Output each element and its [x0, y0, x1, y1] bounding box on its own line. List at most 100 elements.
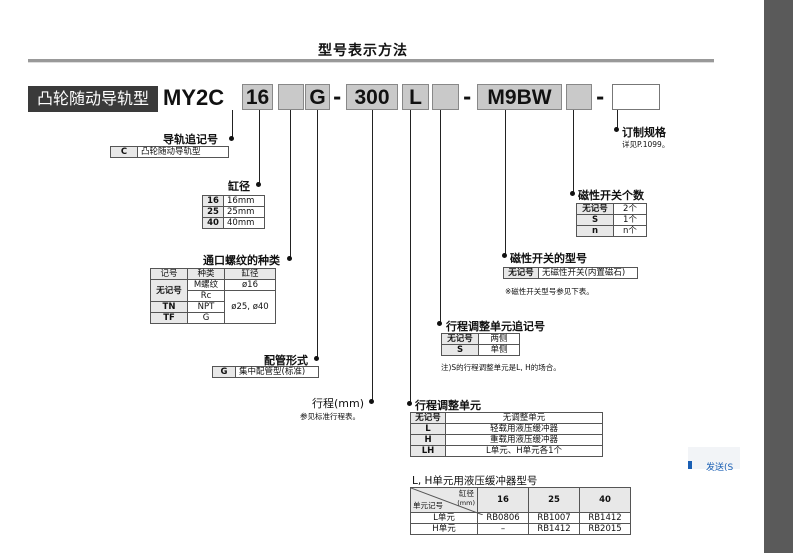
model-stroke-box: 300 — [346, 84, 398, 110]
send-button-label[interactable]: 发送(S — [706, 463, 734, 473]
window-scrollbar-rail[interactable] — [764, 0, 793, 553]
bore-size: 40mm — [223, 217, 265, 229]
thread-table: 记号 种类 缸径 无记号 M螺纹 ø16 Rc ø25, ø40 TN NPT … — [150, 268, 276, 324]
leader-guide-dot — [229, 136, 234, 141]
thread-code: 无记号 — [150, 279, 188, 302]
absorber-cell: RB1007 — [528, 512, 580, 524]
title-rule-shadow — [28, 62, 714, 63]
thread-type: G — [187, 312, 225, 324]
leader-thread-v — [290, 110, 291, 259]
switch-model-title: 磁性开关的型号 — [510, 252, 587, 265]
model-adj-box: L — [402, 84, 429, 110]
leader-count-dot — [570, 191, 575, 196]
series-label: 凸轮随动导轨型 — [28, 86, 158, 112]
model-dash-1: - — [333, 85, 342, 109]
bore-title: 缸径 — [228, 180, 250, 193]
thread-header: 缸径 — [224, 268, 276, 280]
switch-count-title: 磁性开关个数 — [578, 189, 644, 202]
switch-count-code: 无记号 — [576, 203, 614, 215]
leader-piping-v — [317, 110, 318, 359]
absorber-cell: RB0806 — [477, 512, 529, 524]
leader-piping-dot — [314, 356, 319, 361]
absorber-hdr-bore: 缸径 — [459, 489, 474, 498]
thread-code: TF — [150, 312, 188, 324]
bore-size: 25mm — [223, 206, 265, 218]
thread-title: 通口螺纹的种类 — [203, 254, 280, 267]
switch-model-desc: 无磁性开关(内置磁石) — [538, 267, 638, 279]
leader-switch-dot — [502, 253, 507, 258]
absorber-title: L, H单元用液压缓冲器型号 — [412, 475, 538, 487]
leader-adjsym-dot — [437, 321, 442, 326]
switch-count-code: S — [576, 214, 614, 226]
absorber-cell: RB1412 — [579, 512, 631, 524]
absorber-row-label: H单元 — [410, 523, 478, 535]
thread-code: TN — [150, 301, 188, 313]
absorber-cell: – — [477, 523, 529, 535]
guide-code: C — [110, 146, 138, 158]
guide-symbol-title: 导轨追记号 — [163, 133, 218, 146]
adj-unit-desc: 重载用液压缓冲器 — [445, 434, 603, 446]
absorber-corner-diagonal — [411, 488, 483, 515]
leader-mto-v — [617, 110, 618, 130]
send-popup-accent — [688, 461, 692, 469]
model-dash-2: - — [463, 85, 472, 109]
leader-bore-v — [259, 110, 260, 185]
model-prefix: MY2C — [163, 85, 225, 110]
model-blank-box-4 — [612, 84, 660, 110]
model-blank-box-2 — [432, 84, 459, 110]
thread-bore: ø16 — [224, 279, 276, 291]
leader-adjsym-v — [440, 110, 441, 324]
adj-sym-code: S — [441, 344, 479, 356]
piping-code: G — [212, 366, 236, 378]
adj-sym-note: 注)S的行程调整单元是L, H的场合。 — [441, 363, 561, 372]
absorber-hdr-unit: (mm) — [457, 499, 475, 507]
model-port-box: G — [305, 84, 330, 110]
model-blank-box-1 — [278, 84, 304, 110]
adj-unit-code: 无记号 — [410, 412, 446, 424]
bore-size: 16mm — [223, 195, 265, 207]
leader-mto-dot — [614, 127, 619, 132]
stroke-title: 行程(mm) — [312, 397, 365, 410]
made-to-order-note: 详见P.1099。 — [622, 140, 670, 149]
leader-stroke-v — [372, 110, 373, 402]
thread-header: 记号 — [150, 268, 188, 280]
page-title: 型号表示方法 — [318, 43, 408, 59]
absorber-table: 缸径 (mm) 单元记号 16 25 40 L单元 RB0806 RB1007 … — [410, 487, 631, 535]
made-to-order-title: 订制规格 — [622, 126, 666, 139]
switch-count-code: n — [576, 225, 614, 237]
piping-title: 配管形式 — [264, 354, 308, 367]
leader-adjunit-dot — [407, 401, 412, 406]
adj-unit-code: L — [410, 423, 446, 435]
switch-model-table: 无记号无磁性开关(内置磁石) — [503, 267, 638, 279]
adj-unit-title: 行程调整单元 — [415, 399, 481, 412]
adj-sym-code: 无记号 — [441, 333, 479, 345]
adj-unit-desc: 无调整单元 — [445, 412, 603, 424]
adj-sym-desc: 单侧 — [478, 344, 520, 356]
leader-count-v — [573, 110, 574, 194]
absorber-cell: RB2015 — [579, 523, 631, 535]
switch-model-code: 无记号 — [503, 267, 539, 279]
model-switch-box: M9BW — [477, 84, 562, 110]
leader-stroke-dot — [369, 399, 374, 404]
adj-unit-desc: 轻载用液压缓冲器 — [445, 423, 603, 435]
bore-code: 16 — [202, 195, 224, 207]
model-blank-box-3 — [566, 84, 592, 110]
adj-unit-code: LH — [410, 445, 446, 457]
absorber-col: 25 — [528, 487, 580, 513]
absorber-col: 40 — [579, 487, 631, 513]
adj-sym-title: 行程调整单元追记号 — [446, 320, 545, 333]
thread-header: 种类 — [187, 268, 225, 280]
adj-unit-desc: L单元、H单元各1个 — [445, 445, 603, 457]
adj-unit-code: H — [410, 434, 446, 446]
switch-count-desc: 1个 — [613, 214, 647, 226]
send-popup[interactable]: 发送(S — [688, 447, 740, 473]
thread-type: Rc — [187, 290, 225, 302]
piping-desc: 集中配管型(标准) — [235, 366, 319, 378]
bore-code: 40 — [202, 217, 224, 229]
switch-count-desc: n个 — [613, 225, 647, 237]
leader-guide-v — [232, 110, 233, 139]
